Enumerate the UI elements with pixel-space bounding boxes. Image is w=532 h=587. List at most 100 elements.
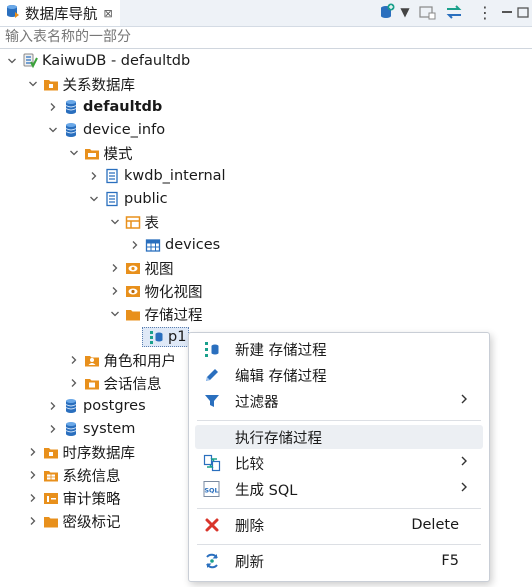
delete-x-icon xyxy=(201,515,223,535)
chevron-right-icon[interactable] xyxy=(67,355,81,365)
table-filter-input[interactable] xyxy=(0,27,525,47)
tree-node[interactable]: 模式 xyxy=(67,142,133,164)
chevron-down-icon[interactable] xyxy=(108,217,122,227)
chevron-right-icon[interactable] xyxy=(128,240,142,250)
tree-node[interactable]: 会话信息 xyxy=(67,372,162,394)
tree-node[interactable]: system xyxy=(46,418,135,440)
chevron-down-icon[interactable] xyxy=(67,148,81,158)
table-icon xyxy=(144,236,162,254)
node-content[interactable]: devices xyxy=(142,236,220,254)
schema-icon xyxy=(103,167,121,185)
node-content[interactable]: 物化视图 xyxy=(122,281,203,302)
node-content[interactable]: 模式 xyxy=(81,143,133,164)
node-content[interactable]: KaiwuDB - defaultdb xyxy=(19,52,190,70)
sessions-folder-icon xyxy=(83,374,101,392)
schema-icon xyxy=(103,190,121,208)
chevron-right-icon[interactable] xyxy=(26,493,40,503)
dropdown-arrow-icon[interactable]: ▼ xyxy=(400,5,410,19)
tree-node[interactable]: 物化视图 xyxy=(108,280,203,302)
tree-node[interactable]: 审计策略 xyxy=(26,487,121,509)
tree-node[interactable]: 角色和用户 xyxy=(67,349,177,371)
tree-node[interactable]: postgres xyxy=(46,395,146,417)
tree-node-label: 视图 xyxy=(144,261,174,278)
tree-node[interactable]: 系统信息 xyxy=(26,464,121,486)
tree-node[interactable]: 表 xyxy=(108,211,159,233)
menu-item-label: 删除 xyxy=(235,518,264,535)
node-content[interactable]: kwdb_internal xyxy=(101,167,226,185)
tab-bar: 数据库导航 ⊠ ▼ ⋮ xyxy=(0,0,532,27)
tab-close-icon[interactable]: ⊠ xyxy=(103,6,113,20)
tree-node[interactable]: 时序数据库 xyxy=(26,441,135,463)
table-filter-field[interactable] xyxy=(0,27,532,49)
menu-item[interactable]: 刷新 F5 xyxy=(195,549,483,573)
chevron-down-icon[interactable] xyxy=(5,56,19,66)
node-content[interactable]: 会话信息 xyxy=(81,373,162,394)
chevron-down-icon[interactable] xyxy=(26,79,40,89)
node-content[interactable]: defaultdb xyxy=(60,98,162,116)
menu-item-label: 刷新 xyxy=(235,554,264,571)
menu-shortcut: F5 xyxy=(441,553,459,569)
chevron-right-icon[interactable] xyxy=(46,401,60,411)
new-connection-icon[interactable] xyxy=(376,0,398,24)
tab-database-navigator[interactable]: 数据库导航 ⊠ xyxy=(0,0,120,26)
node-content[interactable]: 关系数据库 xyxy=(40,74,135,95)
tree-node[interactable]: 密级标记 xyxy=(26,510,121,532)
tree-node-label: 角色和用户 xyxy=(103,353,177,370)
menu-item[interactable]: 过滤器 xyxy=(195,389,483,413)
node-content[interactable]: 时序数据库 xyxy=(40,442,135,463)
menu-item[interactable]: 新建 存储过程 xyxy=(195,337,483,361)
chevron-right-icon[interactable] xyxy=(26,447,40,457)
node-content[interactable]: 存储过程 xyxy=(122,304,203,325)
tree-node[interactable]: 存储过程 xyxy=(108,303,203,325)
menu-item[interactable]: 删除 Delete xyxy=(195,513,483,537)
chevron-right-icon[interactable] xyxy=(87,171,101,181)
chevron-down-icon[interactable] xyxy=(46,125,60,135)
node-content[interactable]: 系统信息 xyxy=(40,465,121,486)
tree-node[interactable]: 视图 xyxy=(108,257,174,279)
menu-item-label: 新建 存储过程 xyxy=(235,342,327,359)
chevron-right-icon[interactable] xyxy=(46,424,60,434)
tree-node[interactable]: defaultdb xyxy=(46,96,162,118)
tree-node-label: KaiwuDB - defaultdb xyxy=(42,53,191,69)
menu-item-label: 执行存储过程 xyxy=(235,430,322,447)
chevron-down-icon[interactable] xyxy=(108,309,122,319)
selected-node[interactable]: p1 xyxy=(142,327,190,347)
chevron-right-icon[interactable] xyxy=(108,263,122,273)
maximize-icon[interactable] xyxy=(514,0,532,24)
node-content[interactable]: public xyxy=(101,190,168,208)
node-content[interactable]: postgres xyxy=(60,397,146,415)
node-content[interactable]: 审计策略 xyxy=(40,488,121,509)
link-editor-icon[interactable] xyxy=(443,0,465,24)
tree-node[interactable]: KaiwuDB - defaultdb xyxy=(5,50,190,72)
menu-item-label: 比较 xyxy=(235,456,264,473)
views-folder-icon xyxy=(124,259,142,277)
chevron-right-icon[interactable] xyxy=(26,470,40,480)
tree-node[interactable]: device_info xyxy=(46,119,165,141)
tree-node[interactable]: p1 xyxy=(128,326,190,348)
node-content[interactable]: 角色和用户 xyxy=(81,350,177,371)
menu-item[interactable]: 比较 xyxy=(195,451,483,475)
chevron-down-icon[interactable] xyxy=(87,194,101,204)
tree-node[interactable]: kwdb_internal xyxy=(87,165,226,187)
tree-node-label: 存储过程 xyxy=(144,307,203,324)
node-content[interactable]: 视图 xyxy=(122,258,174,279)
chevron-right-icon[interactable] xyxy=(46,102,60,112)
menu-item[interactable]: 执行存储过程 xyxy=(195,425,483,449)
collapse-panel-icon[interactable] xyxy=(416,0,438,24)
chevron-right-icon[interactable] xyxy=(67,378,81,388)
node-content[interactable]: system xyxy=(60,420,135,438)
tree-node[interactable]: devices xyxy=(128,234,220,256)
menu-item[interactable]: 编辑 存储过程 xyxy=(195,363,483,387)
node-content[interactable]: device_info xyxy=(60,121,165,139)
db-folder-icon xyxy=(42,75,60,93)
chevron-right-icon[interactable] xyxy=(108,286,122,296)
tree-node[interactable]: 关系数据库 xyxy=(26,73,135,95)
tree-node[interactable]: public xyxy=(87,188,168,210)
menu-shortcut: Delete xyxy=(411,517,459,533)
node-content[interactable]: 密级标记 xyxy=(40,511,121,532)
node-content[interactable]: 表 xyxy=(122,212,159,233)
view-menu-icon[interactable]: ⋮ xyxy=(477,2,493,22)
minimize-icon[interactable] xyxy=(498,0,516,24)
chevron-right-icon[interactable] xyxy=(26,516,40,526)
